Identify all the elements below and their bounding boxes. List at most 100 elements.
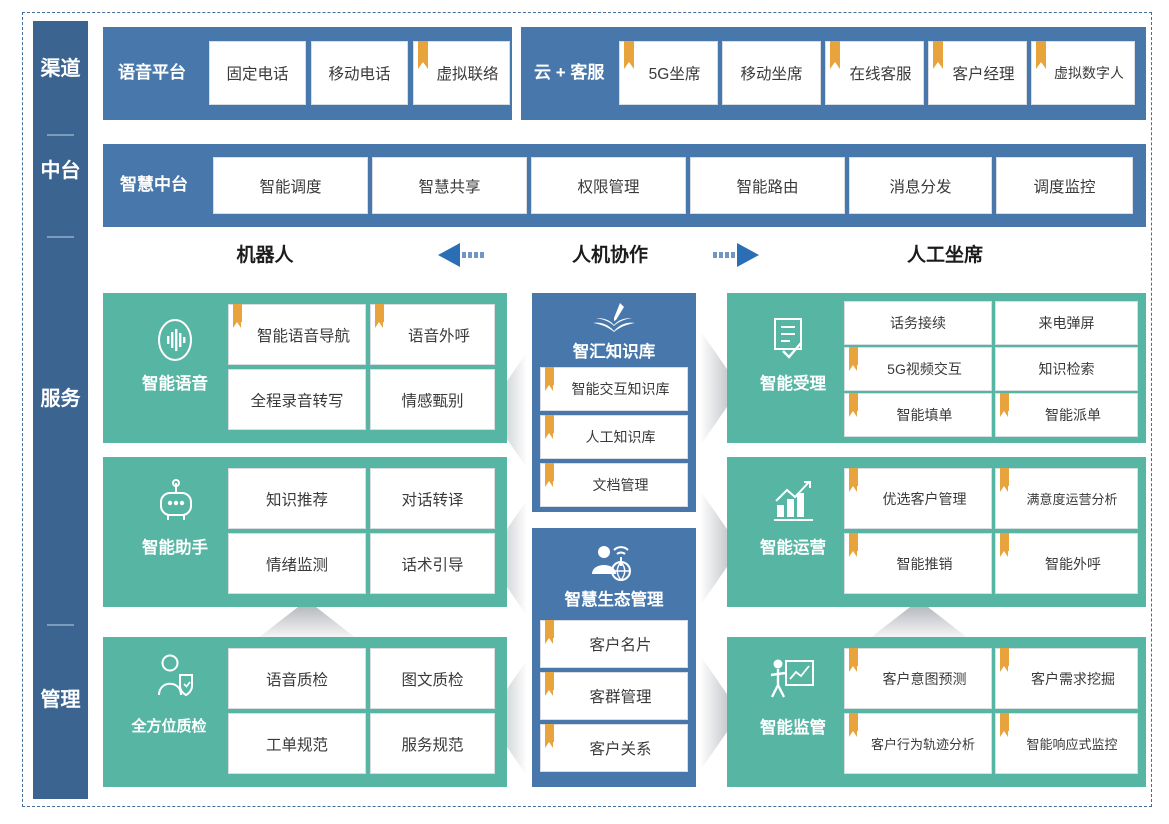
capability-cell[interactable]: 语音外呼 <box>370 304 495 365</box>
capability-cell[interactable]: 全程录音转写 <box>228 369 366 430</box>
cell-label: 服务规范 <box>401 736 464 754</box>
panel-intelligent-operation: 智能运营 优选客户管理 满意度运营分析 智能推销 智能外呼 <box>727 457 1146 607</box>
capability-cell[interactable]: 话术引导 <box>370 533 495 594</box>
capability-cell[interactable]: 5G视频交互 <box>844 347 992 391</box>
capability-cell[interactable]: 智能派单 <box>995 393 1138 437</box>
capability-cell[interactable]: 客户关系 <box>540 724 688 772</box>
capability-cell[interactable]: 来电弹屏 <box>995 301 1138 345</box>
rail-item-midplatform[interactable]: 中台 <box>40 160 81 182</box>
cell-label: 全程录音转写 <box>250 392 344 410</box>
bookmark-icon <box>545 415 554 439</box>
midplatform-cell[interactable]: 智能路由 <box>690 157 845 214</box>
cell-label: 智能交互知识库 <box>571 381 670 397</box>
capability-cell[interactable]: 语音质检 <box>228 648 366 709</box>
form-check-icon <box>774 318 802 359</box>
cell-label: 智能派单 <box>1045 407 1101 423</box>
person-network-icon <box>592 546 631 582</box>
cell-label: 智能响应式监控 <box>1026 737 1118 752</box>
channel-cell[interactable]: 在线客服 <box>825 41 924 105</box>
cell-label: 消息分发 <box>889 178 952 196</box>
capability-cell[interactable]: 知识推荐 <box>228 468 366 529</box>
panel-intelligent-supervision: 智能监管 客户意图预测 客户需求挖掘 客户行为轨迹分析 智能响应式监控 <box>727 637 1146 787</box>
midplatform-row: 智慧中台 智能调度 智慧共享 权限管理 智能路由 消息分发 调度监控 <box>103 144 1146 227</box>
capability-cell[interactable]: 情感甄别 <box>370 369 495 430</box>
channel-group-voice-platform: 语音平台 固定电话 移动电话 虚拟联络 <box>103 27 512 120</box>
midplatform-cell[interactable]: 权限管理 <box>531 157 686 214</box>
bookmark-icon <box>545 672 554 696</box>
channel-cell[interactable]: 虚拟数字人 <box>1031 41 1135 105</box>
panel-title: 智能受理 <box>760 375 826 393</box>
cell-label: 人工知识库 <box>585 429 656 445</box>
bookmark-icon <box>849 347 858 371</box>
bookmark-icon <box>1000 468 1009 492</box>
robot-icon <box>160 479 192 520</box>
capability-cell[interactable]: 客户行为轨迹分析 <box>844 713 992 774</box>
capability-cell[interactable]: 服务规范 <box>370 713 495 774</box>
capability-cell[interactable]: 智能推销 <box>844 533 992 594</box>
cell-label: 智能路由 <box>736 178 799 196</box>
capability-cell[interactable]: 文档管理 <box>540 463 688 507</box>
stage-label-robot: 机器人 <box>236 245 294 266</box>
cell-label: 话术引导 <box>401 556 464 574</box>
capability-cell[interactable]: 客户需求挖掘 <box>995 648 1138 709</box>
capability-cell[interactable]: 智能填单 <box>844 393 992 437</box>
channel-cell[interactable]: 5G坐席 <box>619 41 718 105</box>
capability-cell[interactable]: 智能交互知识库 <box>540 367 688 411</box>
capability-cell[interactable]: 智能语音导航 <box>228 304 366 365</box>
channel-cell[interactable]: 移动电话 <box>311 41 408 105</box>
cell-label: 文档管理 <box>592 477 649 493</box>
cell-label: 优选客户管理 <box>882 490 967 507</box>
panel-title: 智能运营 <box>760 539 826 557</box>
midplatform-cell[interactable]: 智慧共享 <box>372 157 527 214</box>
stage-label-agent: 人工坐席 <box>906 245 983 266</box>
midplatform-cell[interactable]: 消息分发 <box>849 157 992 214</box>
cell-label: 工单规范 <box>265 736 328 754</box>
cell-label: 对话转译 <box>401 491 464 509</box>
capability-cell[interactable]: 图文质检 <box>370 648 495 709</box>
panel-title: 智能监管 <box>760 719 826 737</box>
rail-divider-1 <box>47 134 74 136</box>
cell-label: 来电弹屏 <box>1038 315 1095 331</box>
capability-cell[interactable]: 客群管理 <box>540 672 688 720</box>
capability-cell[interactable]: 客户意图预测 <box>844 648 992 709</box>
bookmark-icon <box>849 713 858 737</box>
channel-group-cloud-service: 云 + 客服 5G坐席 移动坐席 在线客服 客户经理 虚拟数字人 <box>521 27 1146 120</box>
channel-cell[interactable]: 虚拟联络 <box>413 41 510 105</box>
capability-cell[interactable]: 工单规范 <box>228 713 366 774</box>
capability-cell[interactable]: 人工知识库 <box>540 415 688 459</box>
capability-cell[interactable]: 客户名片 <box>540 620 688 668</box>
capability-cell[interactable]: 话务接续 <box>844 301 992 345</box>
capability-cell[interactable]: 智能外呼 <box>995 533 1138 594</box>
channel-cell[interactable]: 客户经理 <box>928 41 1027 105</box>
rail-item-service[interactable]: 服务 <box>40 388 81 410</box>
cell-label: 客户关系 <box>589 741 652 758</box>
cell-label: 客群管理 <box>589 689 652 706</box>
channel-cell[interactable]: 移动坐席 <box>722 41 821 105</box>
flow-triangle-up-icon <box>865 600 973 642</box>
cell-label: 语音外呼 <box>407 327 470 345</box>
cell-label: 5G视频交互 <box>887 361 962 377</box>
capability-cell[interactable]: 知识检索 <box>995 347 1138 391</box>
bookmark-icon <box>1000 648 1009 672</box>
flow-chevron-right-icon <box>700 655 740 771</box>
flow-chevron-right-icon <box>700 490 740 606</box>
midplatform-cell[interactable]: 调度监控 <box>996 157 1133 214</box>
capability-cell[interactable]: 优选客户管理 <box>844 468 992 529</box>
rail-item-channel[interactable]: 渠道 <box>40 58 81 80</box>
bookmark-icon <box>233 304 242 328</box>
bookmark-icon <box>545 620 554 644</box>
capability-cell[interactable]: 满意度运营分析 <box>995 468 1138 529</box>
cell-label: 智能填单 <box>896 407 953 423</box>
rail-item-management[interactable]: 管理 <box>40 689 81 711</box>
capability-cell[interactable]: 对话转译 <box>370 468 495 529</box>
open-book-pen-icon <box>593 303 635 332</box>
channel-cell[interactable]: 固定电话 <box>209 41 306 105</box>
capability-cell[interactable]: 情绪监测 <box>228 533 366 594</box>
cell-label: 客户行为轨迹分析 <box>870 737 975 752</box>
midplatform-cell[interactable]: 智能调度 <box>213 157 368 214</box>
panel-title: 智慧生态管理 <box>564 591 664 609</box>
cell-label: 在线客服 <box>849 66 912 83</box>
presenter-board-icon <box>770 659 814 698</box>
capability-cell[interactable]: 智能响应式监控 <box>995 713 1138 774</box>
